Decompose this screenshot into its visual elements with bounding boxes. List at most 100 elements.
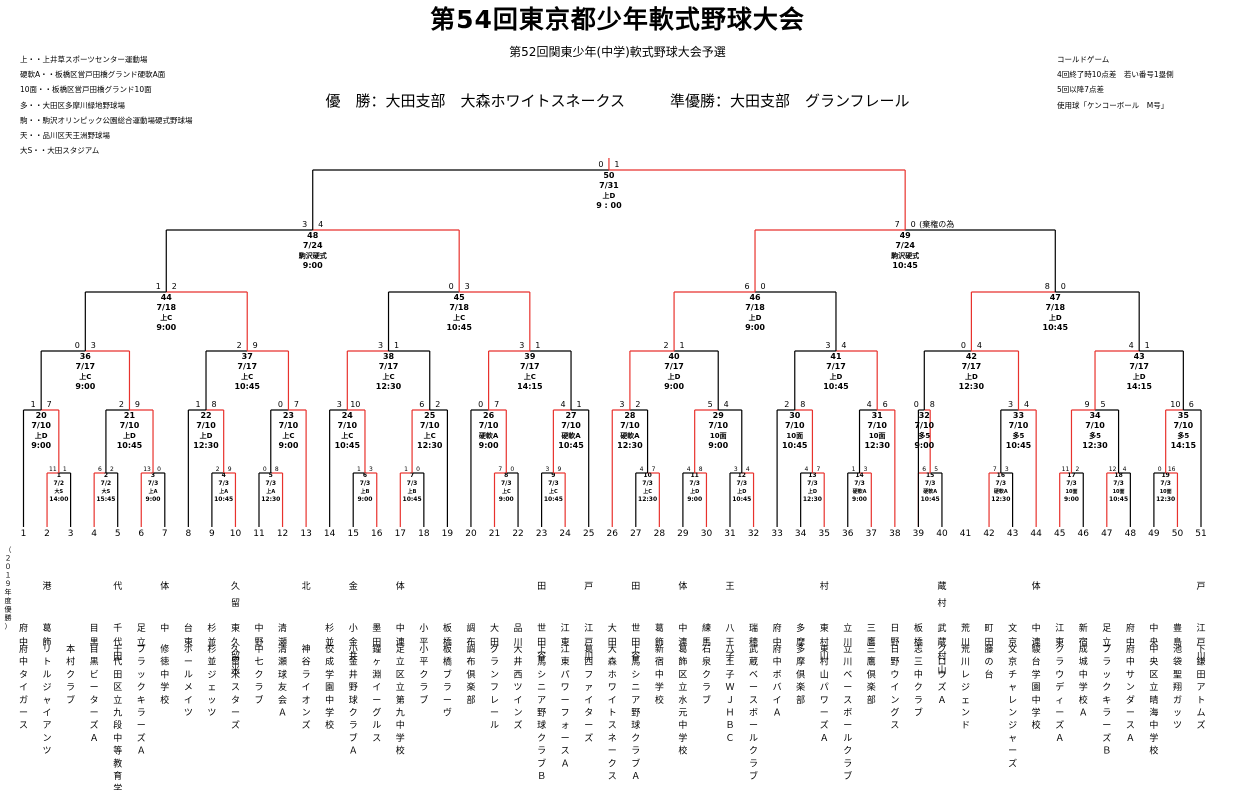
team-char: イ <box>608 696 617 706</box>
team-char: 学 <box>113 783 122 790</box>
team-char: 田 <box>490 637 499 648</box>
game-date: 7/3 <box>148 480 159 487</box>
team-char: 上 <box>631 644 640 655</box>
team-char: 蔵 <box>937 580 946 592</box>
team-char: 校 <box>1149 745 1158 757</box>
score-left: 3 <box>519 341 524 350</box>
team-char: サ <box>1126 669 1135 680</box>
team-district: 戸 <box>584 581 593 592</box>
team-char: 勝 <box>5 613 12 622</box>
game-venue: 駒沢硬式 <box>298 251 327 260</box>
team-number: 37 <box>866 529 877 539</box>
game-number: 36 <box>80 352 92 361</box>
team-char: 板 <box>443 622 452 634</box>
score-left: 11 <box>1062 466 1070 473</box>
team-number: 14 <box>324 529 336 539</box>
team-char: ク <box>631 733 640 744</box>
team-number: 4 <box>91 529 97 539</box>
team-char: 中 <box>254 643 263 655</box>
team-char: 区 <box>1149 669 1158 680</box>
team-char: ス <box>843 696 852 706</box>
team-char: Ｂ <box>1102 747 1111 757</box>
game-number: 6 <box>363 472 367 479</box>
team-char: ズ <box>90 719 99 731</box>
team-char: ラ <box>1055 657 1064 668</box>
team-char: 馬 <box>537 657 546 668</box>
team-char: 清 <box>278 622 287 634</box>
game-venue: 上D <box>668 372 681 381</box>
venue-item: 天・・品川区天王洲野球場 <box>20 131 110 141</box>
game-venue: 硬軟A <box>994 488 1008 495</box>
game-venue: 多5 <box>918 431 930 440</box>
team-char: 橋 <box>443 636 452 648</box>
team-short-name: 大田 <box>490 622 499 648</box>
team-char: 東 <box>561 636 570 648</box>
game-number: 29 <box>713 411 725 420</box>
game-date: 7/3 <box>642 480 653 487</box>
team-char: 中 <box>1149 643 1158 655</box>
team-char: 川 <box>843 658 852 668</box>
game-number: 27 <box>565 411 576 420</box>
team-char: 倶 <box>867 669 876 680</box>
score-right: 8 <box>275 466 279 473</box>
game-date: 7/3 <box>1160 480 1171 487</box>
team-char: ー <box>749 683 758 693</box>
team-char: 中 <box>1126 636 1135 648</box>
team-char: 東 <box>184 636 193 648</box>
score-left: 3 <box>337 400 342 409</box>
score-right: 2 <box>1076 466 1080 473</box>
team-char: 部 <box>867 694 876 706</box>
team-char: 留 <box>231 656 240 668</box>
team-char: 城 <box>1079 657 1088 668</box>
team-char: 体 <box>396 580 405 592</box>
team-short-name: 文京 <box>1008 622 1017 648</box>
team-char: 育 <box>113 770 122 782</box>
team-char: 杉 <box>207 643 216 655</box>
page-subtitle: 第52回関東少年(中学)軟式野球大会予選 <box>509 45 726 59</box>
team-char: ブ <box>1102 643 1111 655</box>
team-char: ズ <box>1008 757 1017 769</box>
score-left: 7 <box>498 466 502 473</box>
team-char: 石 <box>702 645 711 655</box>
game-date: 7/18 <box>449 303 469 312</box>
team-char: 山 <box>937 665 946 676</box>
team-char: 体 <box>160 580 169 592</box>
score-left: 1 <box>852 466 856 473</box>
team-char: 駿 <box>1032 643 1041 655</box>
game-number: 38 <box>383 352 395 361</box>
team-char: ブ <box>419 694 428 706</box>
score-note: (棄権の為 <box>919 219 954 229</box>
venue-item: 10面・・板橋区営戸田橋グランド10面 <box>20 85 152 95</box>
score-right: 1 <box>680 341 685 350</box>
team-char: ー <box>1008 747 1017 757</box>
team-char: 中 <box>325 694 334 706</box>
rule-item: 5回以降7点差 <box>1057 85 1105 95</box>
team-char: ー <box>561 696 570 706</box>
team-char: 東 <box>561 656 570 668</box>
team-char: 並 <box>207 656 216 668</box>
game-date: 7/10 <box>338 421 358 430</box>
team-char: 田 <box>113 669 122 680</box>
team-number: 41 <box>960 529 971 539</box>
score-left: 3 <box>1008 400 1013 409</box>
score-left: 9 <box>1084 400 1089 409</box>
team-name: 千代田区立九段中等教育学校 <box>113 644 122 790</box>
team-short-name: 八王子 <box>725 624 734 662</box>
score-right: 3 <box>91 341 96 350</box>
team-char: 江 <box>561 644 570 655</box>
game-time: 9:00 <box>31 441 51 450</box>
team-char: ッ <box>1173 709 1182 719</box>
score-left: 2 <box>784 400 789 409</box>
team-char: ク <box>254 669 263 680</box>
game-number: 14 <box>855 472 863 479</box>
score-left: 7 <box>993 466 997 473</box>
team-char: 大 <box>608 622 617 634</box>
team-char: 田 <box>537 581 546 592</box>
team-char: 代 <box>113 657 122 668</box>
